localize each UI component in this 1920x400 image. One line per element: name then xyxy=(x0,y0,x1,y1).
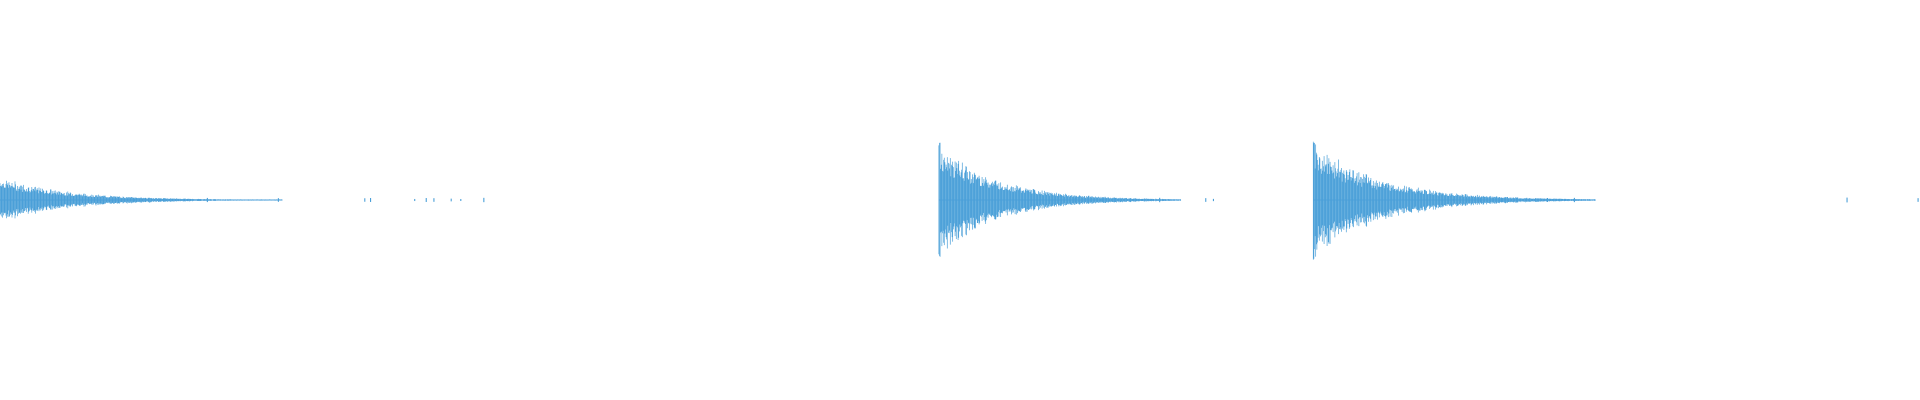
transient-hit-2 xyxy=(1312,141,1596,260)
waveform-track xyxy=(0,141,1919,260)
transient-hit-1 xyxy=(938,142,1182,257)
